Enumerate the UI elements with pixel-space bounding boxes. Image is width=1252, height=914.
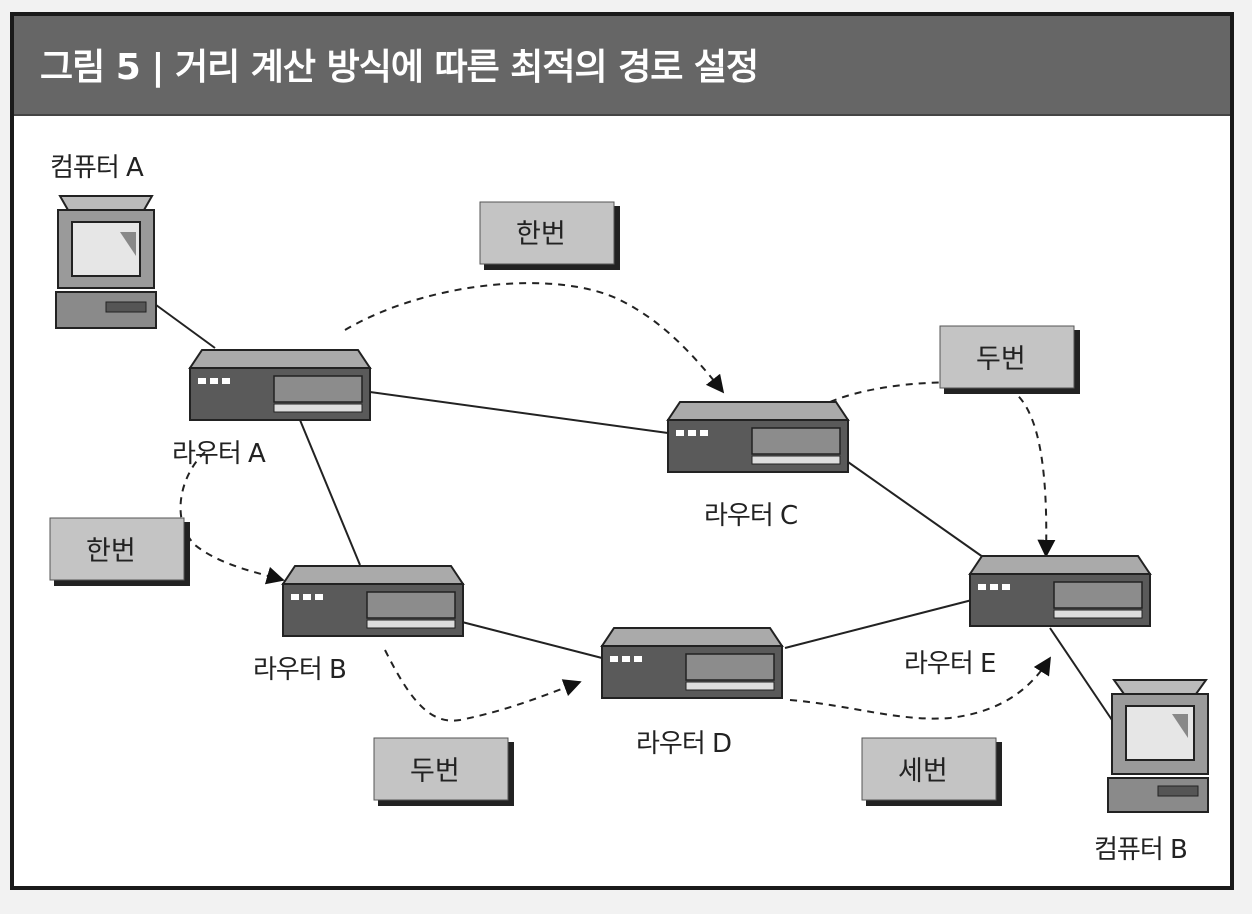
hop-label-a-c: 한번	[479, 201, 620, 270]
router-panel	[273, 375, 363, 403]
router-slot	[751, 455, 841, 465]
router-b-label: 라우터 B	[253, 655, 346, 685]
screen-glare	[1172, 714, 1188, 738]
router-top	[188, 349, 372, 369]
route-d-to-e	[789, 656, 1051, 720]
link-computer-a-router-a	[151, 301, 216, 349]
link-router-a-router-c	[369, 391, 669, 434]
hop-b-d-text: 두번	[410, 756, 460, 787]
hop-label-b-d: 두번	[373, 737, 514, 806]
router-slot	[1053, 609, 1143, 619]
router-led	[210, 378, 218, 384]
link-router-e-computer-b	[1049, 627, 1113, 721]
router-led	[291, 594, 299, 600]
computer-b-label: 컴퓨터 B	[1094, 835, 1187, 865]
link-router-c-router-e	[847, 461, 991, 563]
hop-c-e-text: 두번	[976, 344, 1026, 375]
router-b: 라우터 B	[253, 565, 465, 685]
route-a-to-c	[344, 282, 725, 394]
hop-box	[49, 517, 185, 581]
router-led	[198, 378, 206, 384]
route-a-to-b	[179, 451, 285, 585]
hop-box	[373, 737, 509, 801]
router-led	[700, 430, 708, 436]
router-d: 라우터 D	[600, 627, 784, 759]
router-led	[978, 584, 986, 590]
screen-glare	[120, 232, 136, 256]
title-bar: 그림 5 | 거리 계산 방식에 따른 최적의 경로 설정	[14, 16, 1230, 116]
hop-label-c-e: 두번	[939, 325, 1080, 394]
monitor-top	[1112, 679, 1208, 695]
monitor-top	[58, 195, 154, 211]
router-led	[688, 430, 696, 436]
computer-b: 컴퓨터 B	[1094, 679, 1209, 865]
router-e-label: 라우터 E	[904, 649, 995, 679]
router-led	[303, 594, 311, 600]
router-c: 라우터 C	[666, 401, 850, 531]
link-router-d-router-e	[784, 599, 973, 649]
hop-box	[861, 737, 997, 801]
computer-a-label: 컴퓨터 A	[50, 153, 144, 183]
router-a: 라우터 A	[172, 349, 372, 469]
figure-frame: 그림 5 | 거리 계산 방식에 따른 최적의 경로 설정	[10, 12, 1234, 890]
router-top	[968, 555, 1152, 575]
router-led	[990, 584, 998, 590]
router-panel	[685, 653, 775, 681]
router-d-label: 라우터 D	[636, 729, 731, 759]
router-led	[315, 594, 323, 600]
router-led	[676, 430, 684, 436]
route-c-to-e	[829, 381, 1056, 558]
hop-label-a-b: 한번	[49, 517, 190, 586]
router-led	[1002, 584, 1010, 590]
hop-box	[479, 201, 615, 265]
route-b-to-d	[384, 649, 582, 722]
router-top	[281, 565, 465, 585]
hop-label-d-e: 세번	[861, 737, 1002, 806]
router-a-label: 라우터 A	[172, 439, 266, 469]
router-slot	[685, 681, 775, 691]
router-panel	[751, 427, 841, 455]
router-e: 라우터 E	[904, 555, 1152, 679]
router-led	[610, 656, 618, 662]
router-c-label: 라우터 C	[704, 501, 797, 531]
link-router-a-router-b	[299, 419, 361, 566]
router-led	[634, 656, 642, 662]
hop-d-e-text: 세번	[898, 756, 948, 787]
link-router-b-router-d	[461, 621, 603, 659]
figure-title: 그림 5 | 거리 계산 방식에 따른 최적의 경로 설정	[40, 47, 759, 88]
router-slot	[273, 403, 363, 413]
pc-drive-slot	[105, 301, 147, 313]
connections	[151, 301, 1113, 721]
hop-a-c-text: 한번	[516, 219, 566, 250]
router-panel	[1053, 581, 1143, 609]
router-led	[222, 378, 230, 384]
hop-box	[939, 325, 1075, 389]
router-top	[600, 627, 784, 647]
router-led	[622, 656, 630, 662]
computer-a: 컴퓨터 A	[50, 153, 157, 329]
router-top	[666, 401, 850, 421]
router-panel	[366, 591, 456, 619]
monitor-screen	[71, 221, 141, 277]
router-slot	[366, 619, 456, 629]
pc-drive-slot	[1157, 785, 1199, 797]
hop-a-b-text: 한번	[86, 536, 136, 567]
